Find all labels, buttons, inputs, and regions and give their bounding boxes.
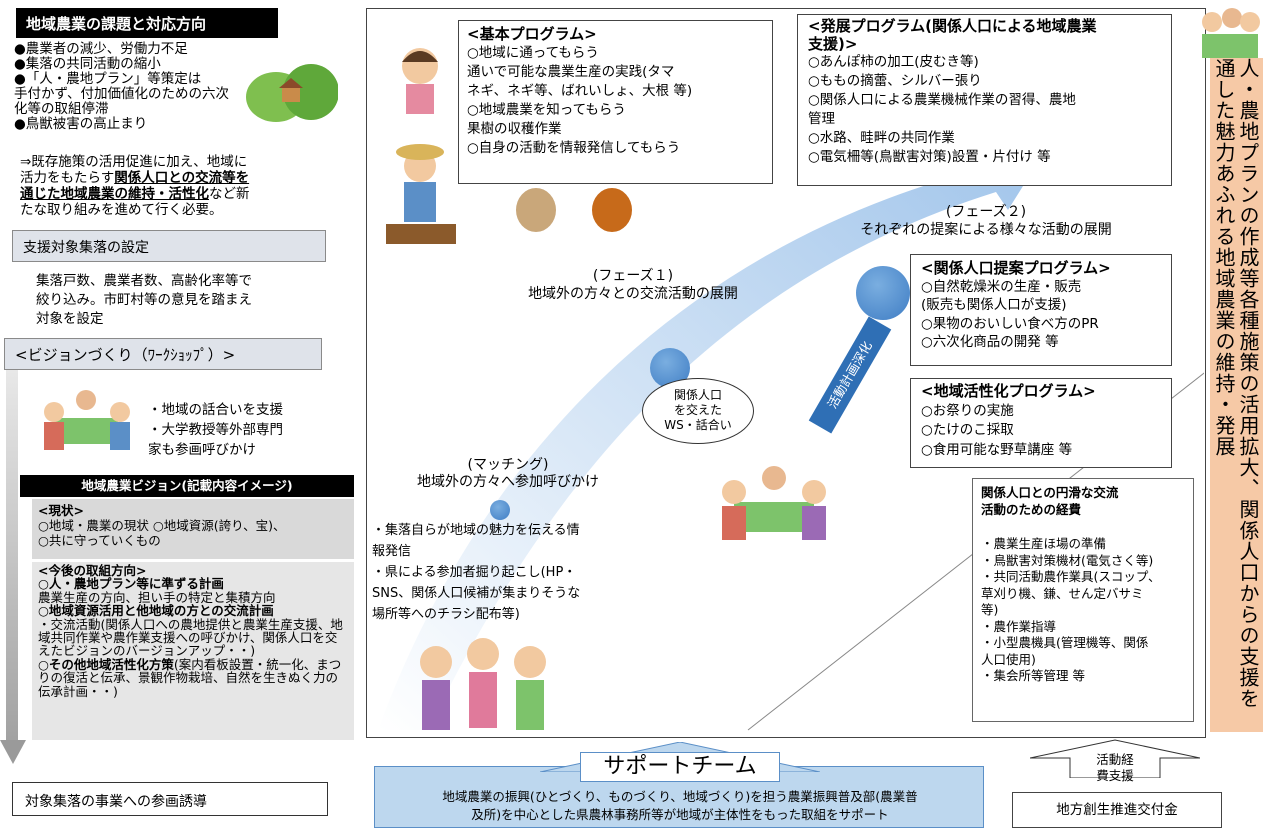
- basic-program-body: ○地域に通ってもらう 通いで可能な農業生産の実践(タマ ネギ、ネギ等、ばれいしょ…: [467, 45, 693, 156]
- stage-circle-small: [490, 500, 510, 520]
- chiiki-program-title: <地域活性化プログラム>: [921, 382, 1096, 400]
- target-setting-box: 支援対象集落の設定: [12, 230, 326, 262]
- meeting-illustration: [722, 466, 826, 540]
- future-item-text: ○その他地域活性化方策(案内看板設置・統一化、まつりの復活と伝承、景観作物栽培、…: [38, 656, 342, 699]
- chiiki-program-box: <地域活性化プログラム> ○お祭りの実施 ○たけのこ採取 ○食用可能な野草講座 …: [910, 378, 1172, 468]
- process-arrow: [6, 370, 18, 750]
- grant-box: 地方創生推進交付金: [1012, 792, 1222, 828]
- issue-item: ●集落の共同活動の縮小: [14, 56, 161, 72]
- kankei-program-box: <関係人口提案プログラム> ○自然乾燥米の生産・販売 (販売も関係人口が支援) …: [910, 254, 1172, 366]
- funds-title: 関係人口との円滑な交流 活動のための経費: [981, 485, 1119, 517]
- visitors-illustration: [420, 638, 546, 730]
- workshop-illustration: [44, 390, 130, 450]
- summary-vertical-text: 人・農地プランの作成等各種施策の活用拡大、関係人口からの支援を通した魅力あふれる…: [1212, 58, 1260, 709]
- issue-item: ●「人・農地プラン」等策定は 手付かず、付加価値化のための六次 化等の取組停滞: [14, 71, 230, 117]
- vision-plan-header: 地域農業ビジョン(記載内容イメージ): [20, 475, 354, 497]
- matching-label: (マッチング) 地域外の方々へ参加呼びかけ: [417, 457, 599, 490]
- stage-circle-large: [856, 266, 910, 320]
- support-team-title: サポートチーム: [580, 752, 780, 782]
- future-item-text: 農業生産の方向、担い手の特定と集積方向: [38, 589, 276, 605]
- process-arrow-head: [0, 740, 26, 764]
- future-item-title: ○地域資源活用と他地域の方との交流計画: [38, 603, 274, 619]
- workshop-desc: ・地域の話合いを支援 ・大学教授等外部専門 家も参画呼びかけ: [148, 402, 283, 458]
- status-body: ○地域・農業の現状 ○地域資源(誇り、宝)、 ○共に守っていくもの: [38, 518, 286, 548]
- main-frame: [366, 8, 1206, 738]
- grant-label: 活動経 費支援: [1096, 752, 1134, 783]
- matching-desc: ・集落自らが地域の魅力を伝える情 報発信 ・県による参加者掘り起こし(HP・ S…: [372, 523, 581, 622]
- kankei-program-body: ○自然乾燥米の生産・販売 (販売も関係人口が支援) ○果物のおいしい食べ方のPR…: [921, 278, 1099, 351]
- chiiki-program-body: ○お祭りの実施 ○たけのこ採取 ○食用可能な野草講座 等: [921, 402, 1073, 458]
- issues-title: 地域農業の課題と対応方向: [16, 8, 278, 38]
- basic-program-box: <基本プログラム> ○地域に通ってもらう 通いで可能な農業生産の実践(タマ ネギ…: [458, 20, 773, 184]
- kankei-program-title: <関係人口提案プログラム>: [921, 259, 1111, 277]
- status-section: <現状> ○地域・農業の現状 ○地域資源(誇り、宝)、 ○共に守っていくもの: [32, 499, 354, 559]
- future-heading: <今後の取組方向>: [38, 563, 147, 578]
- grant-up-arrow: [1030, 739, 1200, 778]
- basic-program-title: <基本プログラム>: [467, 25, 597, 43]
- invite-box: 対象集落の事業への参画誘導: [12, 782, 328, 816]
- future-section: <今後の取組方向> ○人・農地プラン等に準ずる計画 農業生産の方向、担い手の特定…: [32, 562, 354, 740]
- farmer-illustration: [386, 48, 456, 244]
- future-item-title: ○人・農地プラン等に準ずる計画: [38, 576, 224, 592]
- produce-illustration: [516, 188, 632, 232]
- development-program-box: <発展プログラム(関係人口による地域農業 支援)> ○あんぽ柿の加工(皮むき等)…: [797, 14, 1172, 186]
- future-item-text: ・交流活動(関係人口への農地提供と農業生産支援、地域共同作業や農作業支援への呼び…: [38, 616, 343, 659]
- development-program-body: ○あんぽ柿の加工(皮むき等) ○ももの摘蕾、シルバー張り ○関係人口による農業機…: [808, 54, 1076, 165]
- issue-item: ●鳥獣被害の高止まり: [14, 116, 148, 132]
- issues-list: ●農業者の減少、労働力不足 ●集落の共同活動の縮小 ●「人・農地プラン」等策定は…: [14, 42, 284, 132]
- phase2-label: (フェーズ２) それぞれの提案による様々な活動の展開: [860, 204, 1112, 238]
- support-team-desc: 地域農業の振興(ひとづくり、ものづくり、地域づくり)を担う農業振興普及部(農業普…: [442, 789, 918, 822]
- phase1-label: (フェーズ１) 地域外の方々との交流活動の展開: [528, 268, 738, 302]
- status-heading: <現状>: [38, 503, 84, 518]
- ws-ellipse: 関係人口 を交えた WS・話合い: [642, 378, 754, 444]
- village-illustration: [246, 64, 338, 122]
- funds-box: 関係人口との円滑な交流 活動のための経費 ・農業生産ほ場の準備 ・鳥獣害対策機材…: [972, 478, 1194, 722]
- crowd-illustration: [1202, 8, 1260, 58]
- issue-note: ⇒既存施策の活用促進に加え、地域に 活力をもたらす関係人口との交流等を 通じた地…: [20, 154, 250, 218]
- target-desc: 集落戸数、農業者数、高齢化率等で 絞り込み。市町村等の意見を踏まえ 対象を設定: [36, 273, 252, 327]
- issue-item: ●農業者の減少、労働力不足: [14, 41, 188, 57]
- funds-body: ・農業生産ほ場の準備 ・鳥獣害対策機材(電気さく等) ・共同活動農作業具(スコッ…: [981, 536, 1161, 683]
- summary-panel: [1210, 58, 1263, 732]
- vision-workshop-box: <ビジョンづくり（ﾜｰｸｼｮｯﾌﾟ）>: [4, 338, 322, 370]
- development-program-title: <発展プログラム(関係人口による地域農業 支援)>: [808, 17, 1097, 53]
